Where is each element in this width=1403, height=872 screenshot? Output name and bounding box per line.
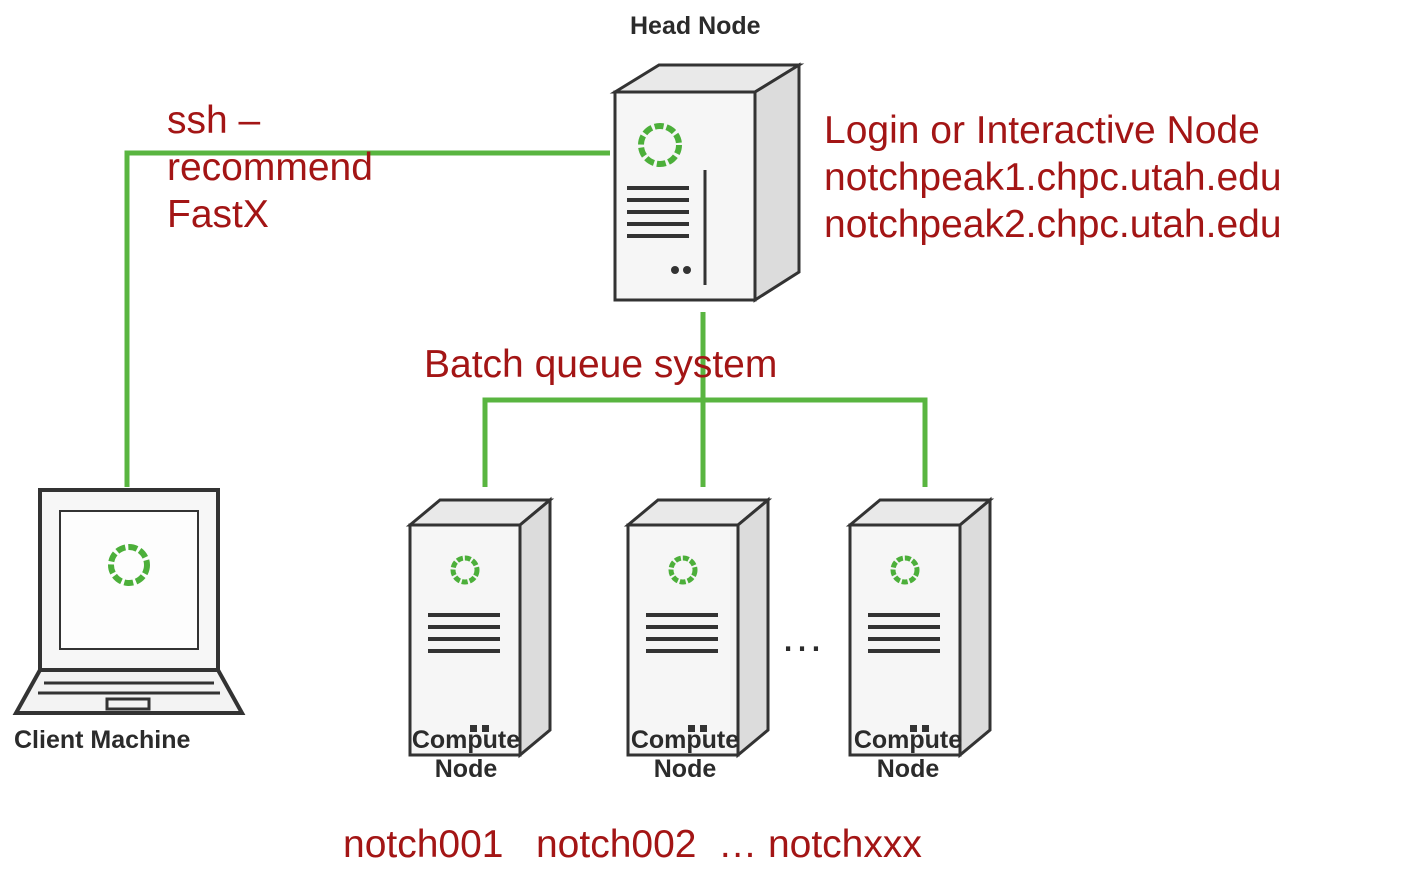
compute-node-label-1: Compute Node xyxy=(396,726,536,784)
compute-server-icon-2 xyxy=(628,500,768,755)
ssh-connection-label: ssh – recommend FastX xyxy=(167,98,373,238)
compute-node-3-line-2: Node xyxy=(876,755,940,783)
client-machine-label: Client Machine xyxy=(14,726,191,754)
batch-queue-label: Batch queue system xyxy=(424,343,778,386)
compute-server-icon-3 xyxy=(850,500,990,755)
ssh-line-3: FastX xyxy=(167,192,269,236)
compute-ellipsis: … xyxy=(780,612,824,661)
head-logo-ring-icon xyxy=(638,123,682,167)
head-node-title: Head Node xyxy=(630,12,761,40)
compute-node-2-line-2: Node xyxy=(653,755,717,783)
compute-node-label-3: Compute Node xyxy=(838,726,978,784)
head-node-line-2: notchpeak1.chpc.utah.edu xyxy=(824,155,1282,199)
ssh-connection-line xyxy=(124,150,610,487)
head-node-line-3: notchpeak2.chpc.utah.edu xyxy=(824,202,1282,246)
client-laptop-icon xyxy=(12,488,246,715)
ssh-line-2: recommend xyxy=(167,145,373,189)
head-node-server-icon xyxy=(609,62,805,303)
head-node-description: Login or Interactive Node notchpeak1.chp… xyxy=(824,108,1282,248)
compute-node-3-line-1: Compute xyxy=(853,726,963,754)
compute-server-icon-1 xyxy=(410,500,550,755)
compute-node-label-2: Compute Node xyxy=(615,726,755,784)
compute-node-1-line-2: Node xyxy=(434,755,498,783)
compute-node-1-line-1: Compute xyxy=(411,726,521,754)
connection-lines xyxy=(124,150,928,487)
batch-bus-line xyxy=(482,397,928,487)
ssh-line-1: ssh – xyxy=(167,99,261,142)
head-node-line-1: Login or Interactive Node xyxy=(824,109,1260,152)
compute-node-names: notch001 notch002 … notchxxx xyxy=(343,823,922,866)
client-logo-ring-icon xyxy=(108,544,150,586)
compute-node-2-line-1: Compute xyxy=(630,726,740,754)
